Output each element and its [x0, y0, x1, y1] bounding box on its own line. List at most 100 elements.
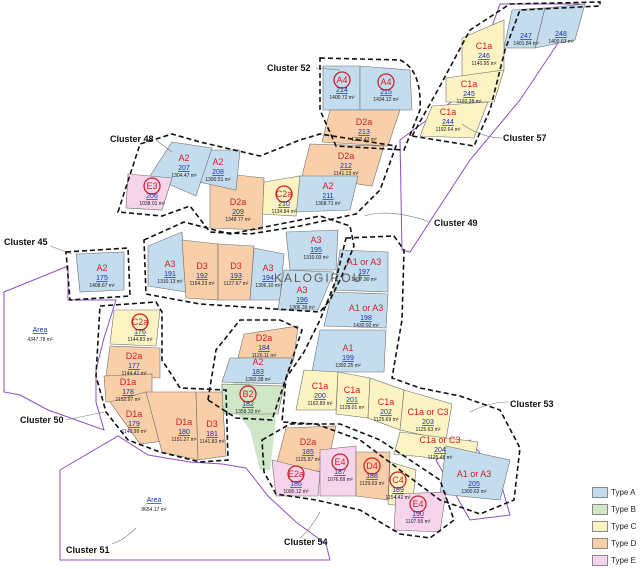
- lot-area-value: 1437.90 m²: [351, 277, 377, 283]
- lot-area-value: 1306.10 m²: [255, 283, 281, 289]
- lot-196[interactable]: [277, 269, 335, 311]
- lot-area-value: 1358.33 m²: [235, 409, 261, 415]
- lot-number-link[interactable]: 199: [342, 355, 354, 362]
- lot-206[interactable]: [125, 173, 173, 211]
- lot-area-value: 1400.63 m²: [548, 39, 574, 45]
- lot-number-link[interactable]: 248: [555, 31, 567, 38]
- lot-number-link[interactable]: 188: [366, 473, 378, 480]
- lot-number-link[interactable]: 247: [520, 33, 532, 40]
- lot-number-link[interactable]: 208: [212, 169, 224, 176]
- lot-175[interactable]: [75, 251, 125, 293]
- lot-number-link[interactable]: 200: [314, 393, 326, 400]
- lot-type-label: D3: [196, 261, 208, 271]
- legend-swatch: [592, 555, 608, 566]
- lot-number-link[interactable]: 246: [478, 53, 490, 60]
- lot-highlight-circle: [275, 185, 293, 203]
- lot-type-label: A3: [310, 235, 321, 245]
- lot-area-value: 1300.62 m²: [461, 489, 487, 495]
- lot-number-link[interactable]: 177: [128, 363, 140, 370]
- lot-number-link[interactable]: 201: [346, 397, 358, 404]
- lot-highlight-circle: [389, 471, 407, 489]
- lot-number-link[interactable]: 212: [340, 163, 352, 170]
- lot-number-link[interactable]: 209: [232, 209, 244, 216]
- legend-label: Type B: [611, 505, 636, 514]
- lot-248[interactable]: [534, 3, 586, 49]
- lot-number-link[interactable]: 213: [358, 129, 370, 136]
- cluster-49-label: Cluster 49: [434, 218, 478, 228]
- lot-number-link[interactable]: 192: [196, 273, 208, 280]
- lot-177[interactable]: [105, 345, 161, 379]
- lot-area-value: 1144.41 m²: [122, 371, 147, 377]
- lot-186[interactable]: [271, 459, 321, 497]
- lot-number-link[interactable]: 183: [252, 369, 264, 376]
- lot-area-value: 1154.42 m²: [386, 495, 411, 501]
- lot-number-link[interactable]: 175: [96, 275, 108, 282]
- lot-number-link[interactable]: 176: [134, 329, 146, 336]
- lot-number-link[interactable]: 245: [463, 91, 475, 98]
- lot-205[interactable]: [439, 445, 511, 501]
- leader-line: [65, 411, 105, 421]
- lot-area-value: 1390.51 m²: [205, 177, 231, 183]
- lot-number-link[interactable]: 210: [278, 201, 290, 208]
- lot-number-link[interactable]: 182: [242, 401, 254, 408]
- cluster-53-outline: [281, 235, 521, 515]
- lot-number-link[interactable]: 184: [258, 345, 270, 352]
- lot-number-link[interactable]: 179: [128, 421, 140, 428]
- lot-number-link[interactable]: 197: [358, 269, 370, 276]
- lot-199[interactable]: [311, 329, 387, 373]
- lot-number-link[interactable]: 180: [178, 429, 190, 436]
- lot-type-label: D2a: [300, 437, 317, 447]
- lot-number-link[interactable]: 195: [310, 247, 322, 254]
- lot-number-link[interactable]: 194: [262, 275, 274, 282]
- lot-193[interactable]: [217, 243, 255, 301]
- lot-type-label: C1a or C3: [407, 407, 448, 417]
- lot-number-link[interactable]: 214: [336, 87, 348, 94]
- lot-number-link[interactable]: 186: [290, 481, 302, 488]
- lot-number-link[interactable]: 215: [380, 89, 392, 96]
- lot-212[interactable]: [301, 143, 385, 187]
- lot-area-value: 1434.12 m²: [373, 97, 399, 103]
- lot-244[interactable]: [419, 101, 489, 139]
- lot-number-link[interactable]: 207: [178, 165, 190, 172]
- lot-area-value: 1140.99 m²: [122, 429, 147, 435]
- lot-number-link[interactable]: 178: [122, 389, 134, 396]
- common-area-west-value: 4347.78 m²: [27, 337, 53, 343]
- lot-195[interactable]: [285, 229, 339, 271]
- lot-number-link[interactable]: 191: [164, 271, 176, 278]
- lot-201[interactable]: [335, 371, 371, 419]
- common-area-west-title: Area: [33, 327, 48, 334]
- common-area-south-value: 8654.17 m²: [141, 507, 167, 513]
- lot-number-link[interactable]: 189: [392, 487, 404, 494]
- lot-number-link[interactable]: 190: [412, 511, 424, 518]
- lot-198[interactable]: [323, 291, 389, 329]
- lot-number-link[interactable]: 211: [322, 193, 333, 200]
- lot-181[interactable]: [195, 391, 227, 461]
- lot-area-value: 1430.92 m²: [353, 323, 379, 329]
- lot-number-link[interactable]: 206: [146, 193, 158, 200]
- lot-number-link[interactable]: 196: [296, 297, 308, 304]
- lot-type-label: A3: [296, 285, 307, 295]
- lot-number-link[interactable]: 203: [422, 419, 434, 426]
- lot-number-link[interactable]: 244: [442, 119, 454, 126]
- lot-number-link[interactable]: 185: [302, 449, 314, 456]
- lot-number-link[interactable]: 204: [434, 447, 446, 454]
- lot-number-link[interactable]: 205: [468, 481, 480, 488]
- lot-type-label: D2a: [356, 117, 373, 127]
- lot-type-label: D2a: [256, 333, 273, 343]
- lot-215[interactable]: [359, 65, 413, 111]
- lot-245[interactable]: [445, 69, 505, 103]
- lot-number-link[interactable]: 198: [360, 315, 372, 322]
- lot-number-link[interactable]: 193: [230, 273, 242, 280]
- lot-number-link[interactable]: 202: [380, 409, 392, 416]
- lot-number-link[interactable]: 187: [334, 469, 346, 476]
- lot-number-link[interactable]: 181: [206, 431, 218, 438]
- cluster-50-label: Cluster 50: [20, 415, 64, 425]
- lot-highlight-circle: [409, 495, 427, 513]
- lot-type-label: C1a: [312, 381, 329, 391]
